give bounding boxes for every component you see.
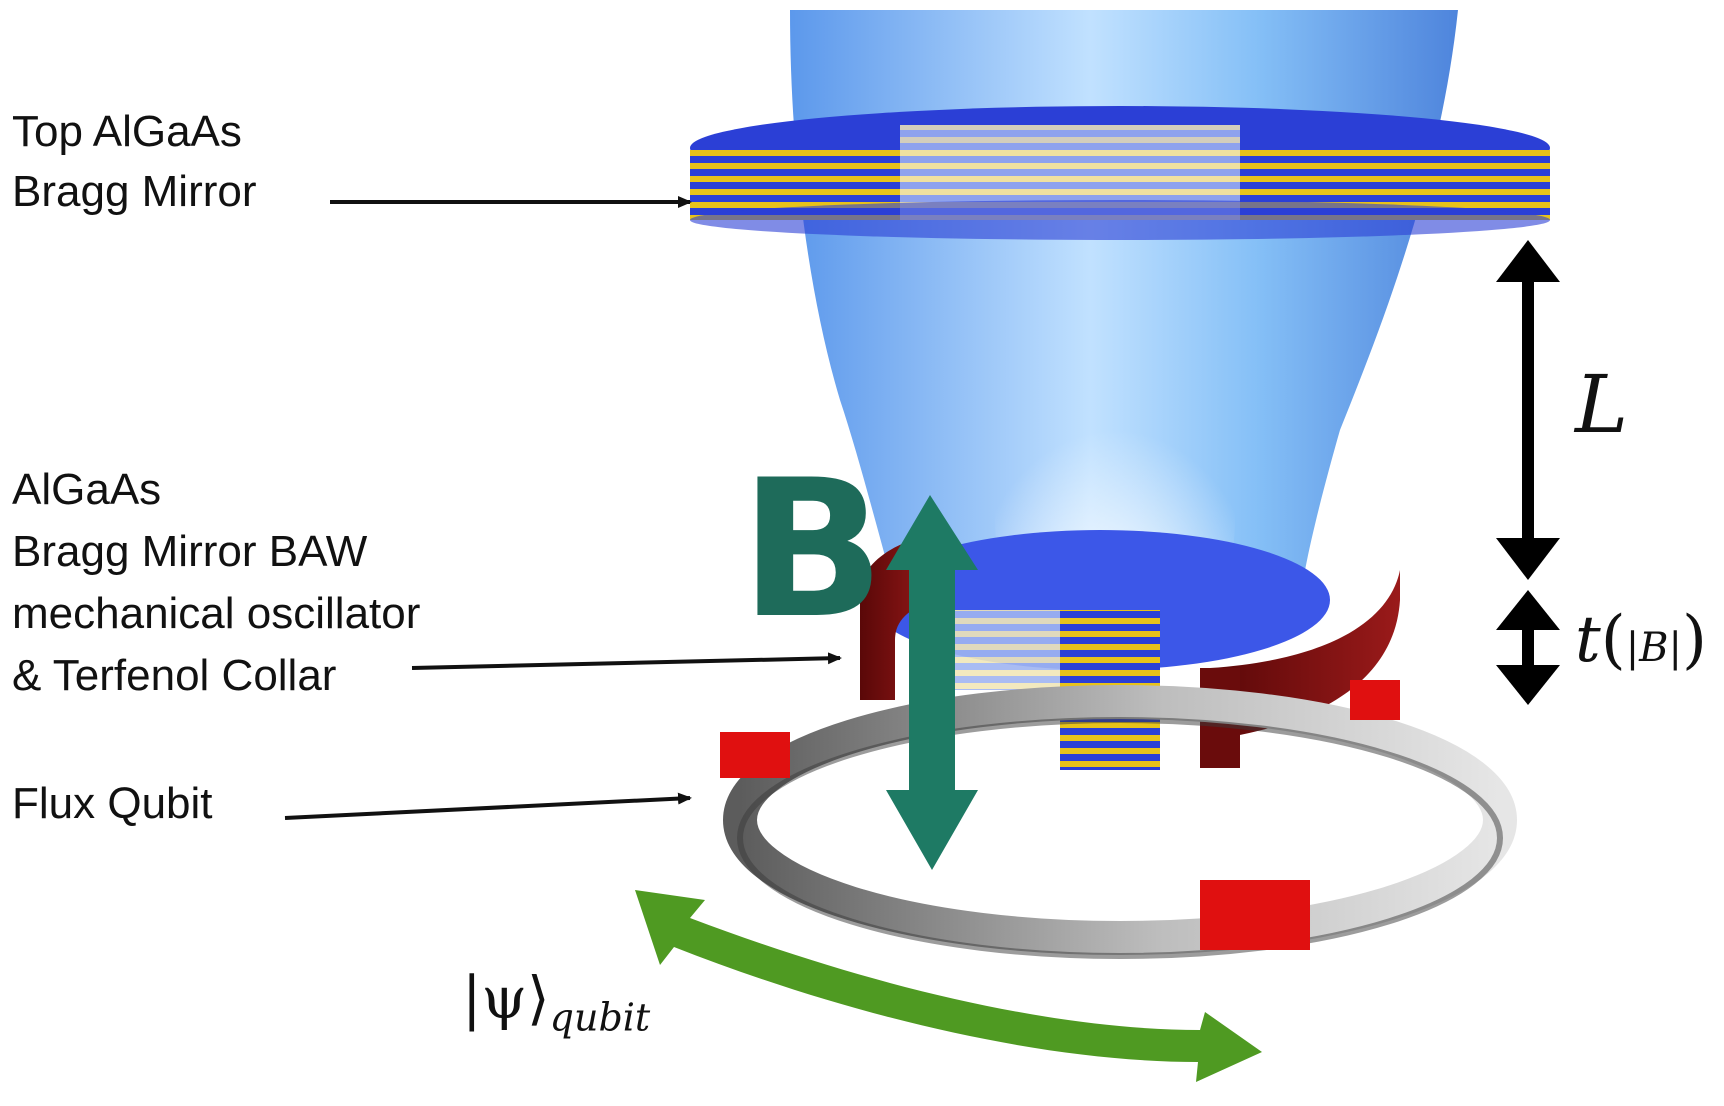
junction-right xyxy=(1350,680,1400,720)
label-baw-line2: Bragg Mirror BAW xyxy=(12,527,368,576)
field-arrow xyxy=(886,495,978,870)
length-arrow xyxy=(1496,240,1560,580)
top-bragg-mirror xyxy=(690,106,1550,240)
thickness-arg: |B| xyxy=(1625,625,1683,671)
label-baw-line4: & Terfenol Collar xyxy=(12,651,337,700)
length-symbol: L xyxy=(1575,358,1629,451)
flux-qubit-ring xyxy=(723,685,1517,959)
state-label: |ψ⟩qubit xyxy=(462,962,650,1054)
junction-bottom xyxy=(1200,880,1310,950)
state-subscript: qubit xyxy=(549,995,651,1040)
label-flux-qubit: Flux Qubit xyxy=(12,779,213,828)
pointer-flux-qubit xyxy=(284,792,692,820)
state-arrow xyxy=(635,890,1262,1082)
thickness-arrow xyxy=(1496,590,1560,705)
label-baw-line1: AlGaAs xyxy=(12,465,162,514)
pointer-baw xyxy=(411,652,842,670)
thickness-label: t(|B|) xyxy=(1575,603,1708,677)
label-baw-line3: mechanical oscillator xyxy=(12,589,421,638)
thickness-fn: t xyxy=(1575,603,1601,677)
junction-left xyxy=(720,732,790,778)
field-symbol: B xyxy=(740,439,885,660)
label-top-mirror-line2: Bragg Mirror xyxy=(12,167,257,216)
label-top-mirror-line1: Top AlGaAs xyxy=(12,107,242,156)
state-psi: |ψ⟩ xyxy=(462,964,550,1032)
bottom-bragg-mirror xyxy=(870,530,1330,770)
